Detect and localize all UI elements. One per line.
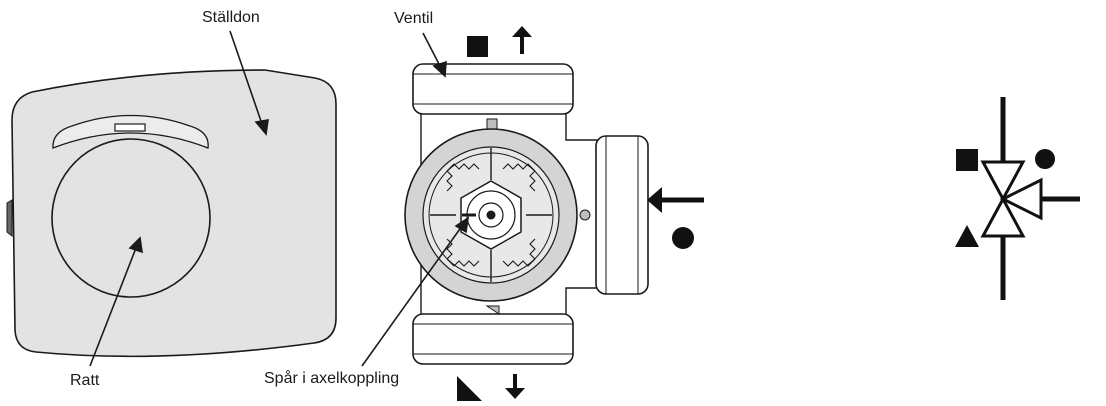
shaft-center	[486, 210, 496, 220]
valve-port-right	[595, 135, 649, 295]
triangle-port-symbol	[955, 225, 979, 247]
scale-marker-white	[114, 123, 146, 132]
label-actuator: Ställdon	[202, 9, 260, 26]
knob[interactable]	[51, 138, 211, 298]
circle-port-symbol	[1035, 149, 1055, 169]
knob-scale-arc	[52, 114, 209, 149]
square-port-symbol	[467, 36, 488, 57]
label-shaft-slot: Spår i axelkoppling	[264, 370, 400, 387]
square-port-symbol	[956, 149, 978, 171]
label-knob: Ratt	[70, 372, 100, 389]
valve-port-top	[412, 63, 574, 115]
actuator	[6, 69, 337, 358]
actuator-side-clip	[6, 199, 13, 238]
label-valve: Ventil	[394, 10, 434, 27]
valve	[404, 63, 649, 365]
valve-port-markings	[457, 26, 704, 401]
flow-arrow-up-icon	[512, 26, 532, 54]
triangle-port-symbol	[457, 376, 482, 401]
valve-port-bottom	[412, 313, 574, 365]
flow-arrow-down-icon	[505, 374, 525, 399]
circle-port-symbol	[672, 227, 694, 249]
flow-arrow-left-icon	[647, 187, 704, 213]
three-way-valve-symbol	[955, 97, 1080, 300]
callout-leaders	[89, 30, 470, 367]
